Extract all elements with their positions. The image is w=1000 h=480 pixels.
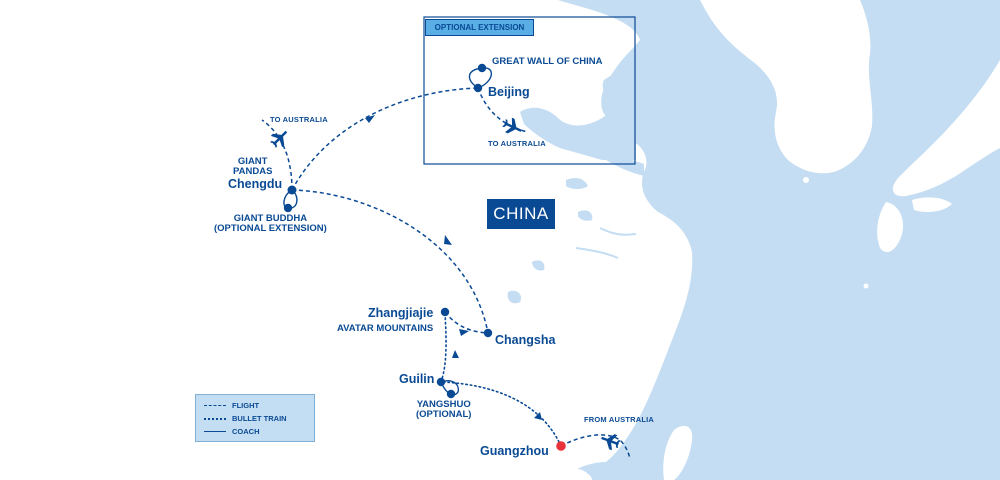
legend-coach-line: [204, 431, 226, 432]
lake: [566, 178, 588, 189]
river: [575, 247, 619, 259]
river: [599, 227, 637, 236]
label-from-australia: FROM AUSTRALIA: [584, 415, 655, 424]
hainan-landmass: [560, 468, 592, 480]
coach-loop-yangshuo: [440, 380, 459, 396]
flight-route-chengdu-to-australia: [261, 119, 293, 191]
city-marker: [436, 377, 446, 387]
arrow-icon: [365, 115, 375, 123]
flight-routes: [261, 87, 631, 459]
lake: [507, 290, 522, 304]
plane-icon: [601, 434, 621, 451]
label-giant-pandas: GIANT PANDAS: [233, 156, 273, 178]
legend-train-label: BULLET TRAIN: [232, 414, 287, 423]
label-avatar-mountains: AVATAR MOUNTAINS: [337, 323, 434, 334]
japan-shikoku: [912, 197, 952, 212]
plane-icon: [270, 130, 288, 148]
city-marker: [446, 389, 456, 399]
label-to-australia-beijing: TO AUSTRALIA: [488, 139, 546, 148]
plane-icon: [502, 117, 522, 134]
lake: [532, 260, 545, 271]
label-giant-buddha: GIANT BUDDHA (OPTIONAL EXTENSION): [214, 213, 327, 235]
label-guangzhou: Guangzhou: [480, 444, 549, 458]
legend-flight-label: FLIGHT: [232, 401, 260, 410]
city-marker: [287, 185, 297, 195]
yellow-sea-coast: [606, 150, 644, 176]
train-route-guilin-zhangjiajie: [440, 311, 447, 383]
arrow-icon: [452, 350, 459, 358]
legend-item-coach: COACH: [204, 426, 260, 437]
legend-item-train: BULLET TRAIN: [204, 413, 287, 424]
city-marker: [283, 203, 293, 213]
label-yangshuo: YANGSHUO (OPTIONAL): [416, 399, 472, 421]
legend-flight-line: [204, 405, 226, 406]
city-markers: [283, 63, 493, 399]
legend-train-line: [204, 417, 226, 420]
korea-landmass: [700, 0, 873, 174]
planes: [270, 117, 621, 451]
island: [863, 283, 869, 289]
city-marker: [477, 63, 487, 73]
label-great-wall: GREAT WALL OF CHINA: [492, 56, 603, 67]
city-marker: [483, 328, 493, 338]
island: [803, 177, 809, 183]
label-changsha: Changsha: [495, 333, 556, 347]
label-chengdu: Chengdu: [228, 177, 283, 191]
train-routes: [440, 311, 562, 447]
label-guilin: Guilin: [399, 372, 435, 386]
bohai-sea: [520, 60, 636, 160]
flight-route-zhangjiajie-changsha: [444, 311, 489, 334]
train-route-guangzhou-guilin: [440, 381, 562, 447]
inset-title: OPTIONAL EXTENSION: [425, 19, 534, 36]
flight-route-chengdu-beijing: [291, 87, 479, 191]
label-to-australia-chengdu: TO AUSTRALIA: [270, 115, 328, 124]
legend-item-flight: FLIGHT: [204, 400, 259, 411]
sea: [558, 0, 1000, 480]
legend: FLIGHT BULLET TRAIN COACH: [195, 394, 315, 442]
japan-kyushu: [877, 202, 904, 253]
japan-landmass: [892, 60, 1000, 197]
arrow-icon: [444, 235, 452, 245]
city-marker: [440, 307, 450, 317]
city-marker: [473, 83, 483, 93]
label-zhangjiajie: Zhangjiajie: [368, 306, 434, 320]
label-beijing: Beijing: [488, 85, 530, 99]
arrow-icon: [534, 412, 542, 420]
inset-frame: [423, 16, 636, 165]
country-label: CHINA: [487, 199, 555, 229]
start-marker: [556, 441, 566, 451]
direction-arrows: [365, 115, 542, 420]
flight-route-chengdu-changsha: [291, 189, 489, 334]
lake: [578, 210, 593, 221]
taiwan-landmass: [663, 425, 693, 480]
legend-coach-label: COACH: [232, 427, 260, 436]
arrow-icon: [459, 329, 469, 336]
